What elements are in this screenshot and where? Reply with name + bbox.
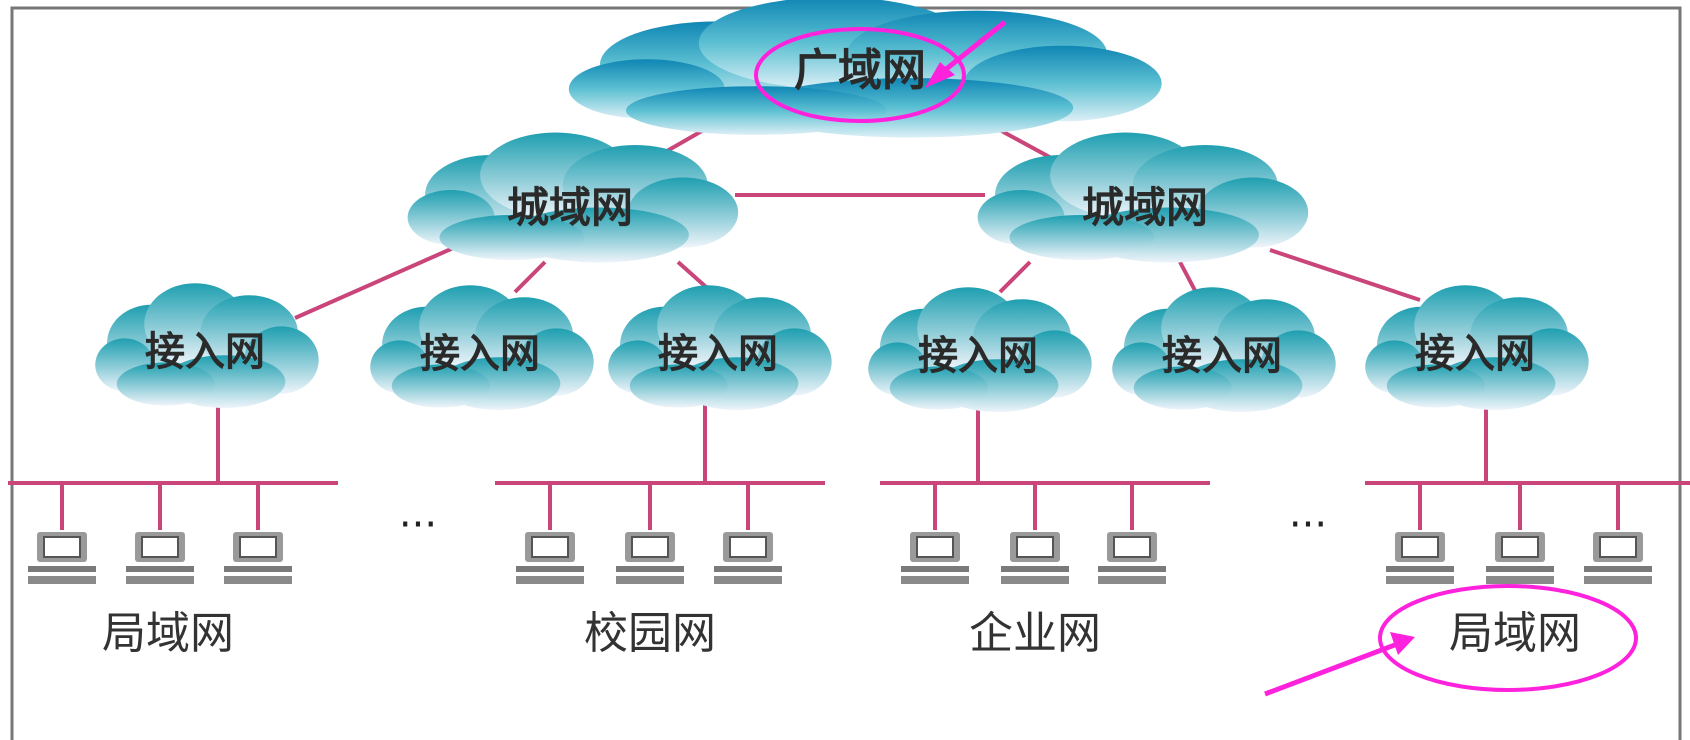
metro-label: 城域网 [1082,183,1208,232]
computer-icon [1000,531,1070,585]
access-cloud-4: 接入网 [868,287,1092,412]
access-cloud-3: 接入网 [608,285,832,410]
access-label: 接入网 [420,330,540,377]
group-label-campus: 校园网 [584,608,716,659]
wan-highlight [754,27,966,123]
group-label-lan-1: 局域网 [102,608,234,659]
computer-group-4 [1385,531,1653,585]
access-label: 接入网 [1162,332,1282,379]
ellipsis-1: ··· [399,502,437,548]
access-label: 接入网 [658,330,778,377]
access-cloud-2: 接入网 [370,285,594,410]
lan-highlight [1378,584,1638,692]
metro-label: 城域网 [507,183,633,232]
wan-cloud: 广域网 [568,0,1162,138]
computer-group-2 [515,531,783,585]
access-label: 接入网 [918,332,1038,379]
computer-icon [615,531,685,585]
computer-icon [713,531,783,585]
ellipsis-2: ··· [1289,502,1327,548]
computer-icon [1097,531,1167,585]
access-label: 接入网 [145,328,265,375]
metro-cloud-1: 城域网 [407,132,739,263]
arrow-icon [1264,632,1415,697]
computer-group-3 [900,531,1167,585]
computer-icon [900,531,970,585]
access-cloud-5: 接入网 [1112,287,1336,412]
computer-icon [1583,531,1653,585]
computer-icon [515,531,585,585]
computer-icon [1385,531,1455,585]
arrow-icon [925,20,1007,88]
access-cloud-6: 接入网 [1365,285,1589,410]
access-label: 接入网 [1415,330,1535,377]
computer-group-1 [27,531,293,585]
metro-cloud-2: 城域网 [977,132,1309,263]
access-cloud-1: 接入网 [95,283,319,408]
computer-icon [1485,531,1555,585]
computer-icon [125,531,195,585]
wan-label: 广域网 [794,45,926,96]
computer-icon [27,531,97,585]
lan-links [8,400,1690,530]
computer-icon [223,531,293,585]
group-label-enterprise: 企业网 [969,608,1101,659]
group-label-lan-2: 局域网 [1449,608,1581,659]
